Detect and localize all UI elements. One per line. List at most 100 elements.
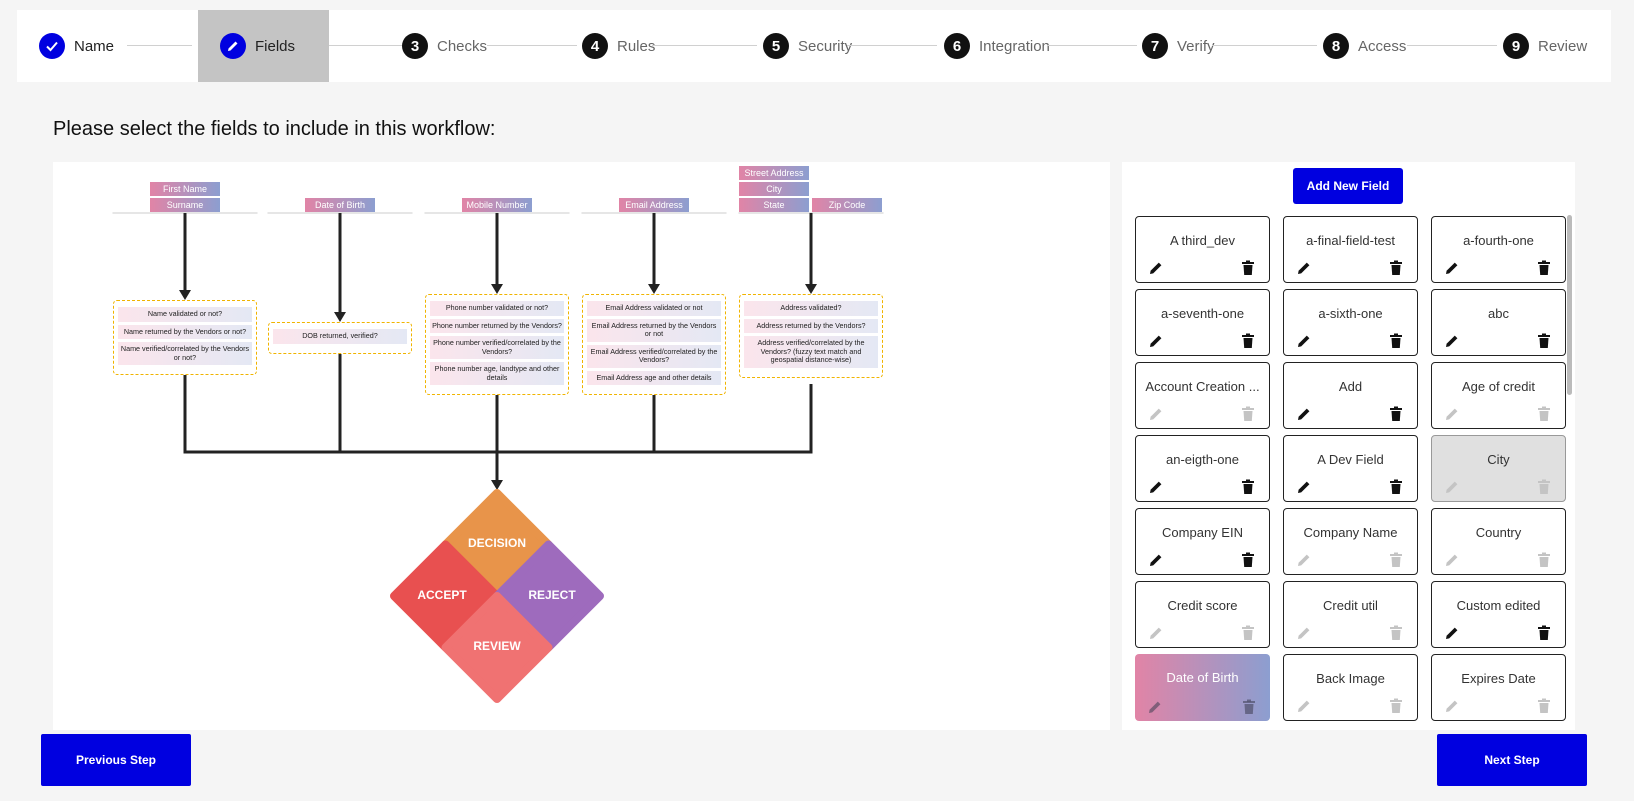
step-1[interactable]: Fields <box>198 10 329 82</box>
check-item: Phone number returned by the Vendors? <box>430 318 564 333</box>
step-number: 4 <box>582 33 608 59</box>
field-card[interactable]: a-fourth-one <box>1431 216 1566 283</box>
trash-icon[interactable] <box>1240 479 1256 495</box>
step-label: Fields <box>255 37 296 55</box>
fields-scrollbar[interactable] <box>1567 215 1572 395</box>
step-0[interactable]: Name <box>39 10 114 82</box>
pencil-icon <box>1296 625 1312 641</box>
trash-icon[interactable] <box>1388 260 1404 276</box>
field-card[interactable]: a-final-field-test <box>1283 216 1418 283</box>
step-number: 6 <box>944 33 970 59</box>
check-item: Name validated or not? <box>118 307 252 322</box>
field-card[interactable]: a-sixth-one <box>1283 289 1418 356</box>
field-card[interactable]: an-eigth-one <box>1135 435 1270 502</box>
pencil-icon <box>1444 552 1460 568</box>
pencil-icon[interactable] <box>1296 333 1312 349</box>
checks-box: Address validated?Address returned by th… <box>739 294 883 378</box>
pencil-icon[interactable] <box>1296 479 1312 495</box>
trash-icon[interactable] <box>1240 260 1256 276</box>
field-card[interactable]: a-seventh-one <box>1135 289 1270 356</box>
step-connector <box>487 45 577 46</box>
field-name: Account Creation ... <box>1145 379 1260 394</box>
field-name: abc <box>1488 306 1509 321</box>
field-name: Credit score <box>1167 598 1238 613</box>
field-card[interactable]: Company Name <box>1283 508 1418 575</box>
field-tag: City <box>739 182 809 196</box>
trash-icon[interactable] <box>1388 406 1404 422</box>
field-name: Date of Birth <box>1166 670 1239 685</box>
check-item: Phone number age, landtype and other det… <box>430 362 564 385</box>
pencil-icon[interactable] <box>1148 479 1164 495</box>
field-card[interactable]: Account Creation ... <box>1135 362 1270 429</box>
field-name: Country <box>1475 525 1522 540</box>
step-number: 8 <box>1323 33 1349 59</box>
field-card[interactable]: A third_dev <box>1135 216 1270 283</box>
field-card[interactable]: Age of credit <box>1431 362 1566 429</box>
pencil-icon[interactable] <box>1444 625 1460 641</box>
check-icon <box>39 33 65 59</box>
pencil-icon[interactable] <box>1148 552 1164 568</box>
add-new-field-button[interactable]: Add New Field <box>1293 168 1403 204</box>
pencil-icon[interactable] <box>1148 260 1164 276</box>
trash-icon[interactable] <box>1536 333 1552 349</box>
pencil-icon[interactable] <box>1148 333 1164 349</box>
step-label: Integration <box>979 37 1050 55</box>
checks-box: Phone number validated or not?Phone numb… <box>425 294 569 395</box>
field-name: Credit util <box>1323 598 1378 613</box>
field-card[interactable]: Company EIN <box>1135 508 1270 575</box>
field-card[interactable]: Country <box>1431 508 1566 575</box>
trash-icon[interactable] <box>1388 333 1404 349</box>
pencil-icon[interactable] <box>1296 260 1312 276</box>
trash-icon[interactable] <box>1536 260 1552 276</box>
step-7[interactable]: 8 Access <box>1323 10 1406 82</box>
check-item: Name verified/correlated by the Vendors … <box>118 342 252 365</box>
step-label: Access <box>1358 37 1407 55</box>
field-card[interactable]: Back Image <box>1283 654 1418 721</box>
pencil-icon[interactable] <box>1296 406 1312 422</box>
pencil-icon <box>1296 552 1312 568</box>
previous-step-button[interactable]: Previous Step <box>41 734 191 786</box>
field-card[interactable]: Credit score <box>1135 581 1270 648</box>
field-tag: State <box>739 198 809 212</box>
field-card[interactable]: abc <box>1431 289 1566 356</box>
step-5[interactable]: 6 Integration <box>944 10 1050 82</box>
pencil-icon[interactable] <box>1444 260 1460 276</box>
step-number: 3 <box>402 33 428 59</box>
pencil-icon <box>1148 406 1164 422</box>
trash-icon[interactable] <box>1240 552 1256 568</box>
field-name: a-seventh-one <box>1160 306 1245 321</box>
review-quadrant <box>441 592 553 703</box>
trash-icon[interactable] <box>1240 333 1256 349</box>
field-card[interactable]: Add <box>1283 362 1418 429</box>
trash-icon <box>1388 625 1404 641</box>
check-item: Email Address validated or not <box>587 301 721 316</box>
field-card[interactable]: Credit util <box>1283 581 1418 648</box>
trash-icon <box>1240 625 1256 641</box>
field-card[interactable]: City <box>1431 435 1566 502</box>
step-number: 5 <box>763 33 789 59</box>
step-connector <box>652 45 757 46</box>
field-card[interactable]: Date of Birth <box>1135 654 1270 721</box>
field-card[interactable]: A Dev Field <box>1283 435 1418 502</box>
field-card[interactable]: Custom edited <box>1431 581 1566 648</box>
field-tag: Email Address <box>619 198 689 212</box>
field-name: a-final-field-test <box>1306 233 1395 248</box>
trash-icon <box>1536 698 1552 714</box>
field-name: City <box>1487 452 1510 467</box>
decision-label: DECISION <box>467 536 526 550</box>
trash-icon[interactable] <box>1388 479 1404 495</box>
trash-icon <box>1240 406 1256 422</box>
arrow-head <box>491 480 503 490</box>
check-item: DOB returned, verified? <box>273 329 407 344</box>
next-step-button[interactable]: Next Step <box>1437 734 1587 786</box>
pencil-icon[interactable] <box>1444 333 1460 349</box>
field-card[interactable]: Expires Date <box>1431 654 1566 721</box>
trash-icon[interactable] <box>1536 625 1552 641</box>
